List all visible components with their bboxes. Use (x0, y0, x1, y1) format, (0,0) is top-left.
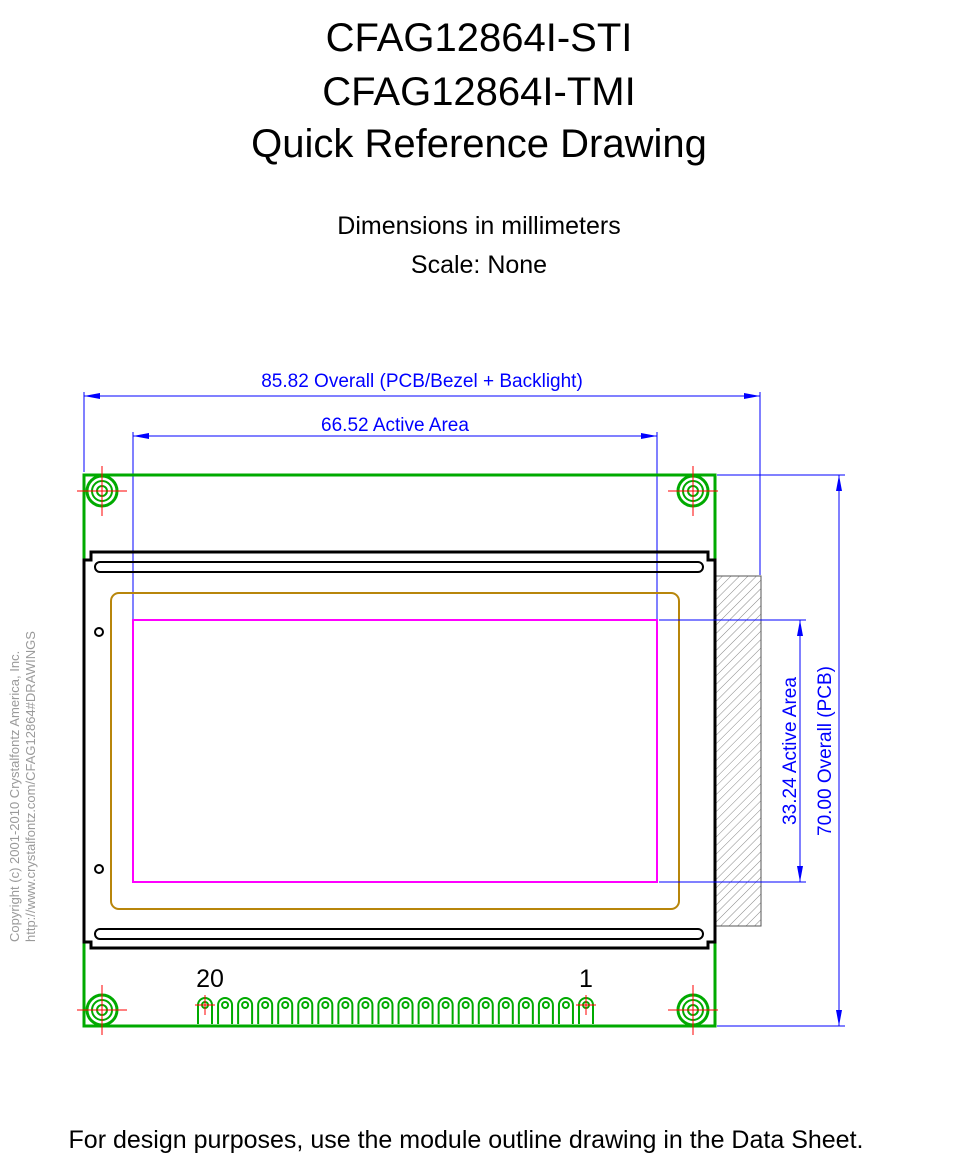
connector-pin (557, 997, 574, 1024)
pin-20-label: 20 (196, 965, 224, 993)
active-width-dimension (132, 432, 658, 619)
active-height-dimension (659, 619, 806, 883)
mounting-hole-top-left (77, 466, 127, 516)
viewing-area (110, 592, 680, 910)
title-line-1: CFAG12864I-STI (325, 16, 633, 60)
mounting-hole-bottom-right (668, 985, 718, 1035)
units-note: Dimensions in millimeters (337, 212, 621, 240)
connector-pin (497, 997, 514, 1024)
overall-width-dimension (83, 392, 761, 575)
active-area (132, 619, 658, 883)
mounting-hole-top-right (668, 466, 718, 516)
connector-pin (217, 997, 234, 1024)
connector-pin (397, 997, 414, 1024)
connector-pins (195, 995, 596, 1024)
connector-pin (237, 997, 254, 1024)
title-line-2: CFAG12864I-TMI (322, 70, 636, 114)
connector-pin (317, 997, 334, 1024)
connector-pin (477, 997, 494, 1024)
title-line-3: Quick Reference Drawing (251, 122, 707, 166)
pcb-outline (82, 473, 717, 1028)
mounting-hole-bottom-left (77, 985, 127, 1035)
connector-pin (576, 995, 596, 1024)
connector-pin (517, 997, 534, 1024)
connector-pin (337, 997, 354, 1024)
overall-height-label: 70.00 Overall (PCB) (815, 666, 836, 836)
connector-pin (297, 997, 314, 1024)
pin-1-label: 1 (579, 965, 593, 993)
connector-pin (277, 997, 294, 1024)
connector-pin (437, 997, 454, 1024)
connector-pin (377, 997, 394, 1024)
scale-note: Scale: None (410, 251, 548, 279)
connector-pin (195, 995, 215, 1024)
active-height-label: 33.24 Active Area (780, 677, 801, 825)
mounting-holes (77, 466, 718, 1035)
backlight-tab (714, 575, 762, 927)
design-note: For design purposes, use the module outl… (68, 1126, 864, 1154)
overall-height-dimension (717, 474, 845, 1027)
active-width-label: 66.52 Active Area (321, 415, 469, 436)
bezel (82, 550, 717, 950)
connector-pin (457, 997, 474, 1024)
connector-pin (417, 997, 434, 1024)
overall-width-label: 85.82 Overall (PCB/Bezel + Backlight) (261, 371, 583, 392)
connector-pin (537, 997, 554, 1024)
connector-pin (257, 997, 274, 1024)
connector-pin (357, 997, 374, 1024)
